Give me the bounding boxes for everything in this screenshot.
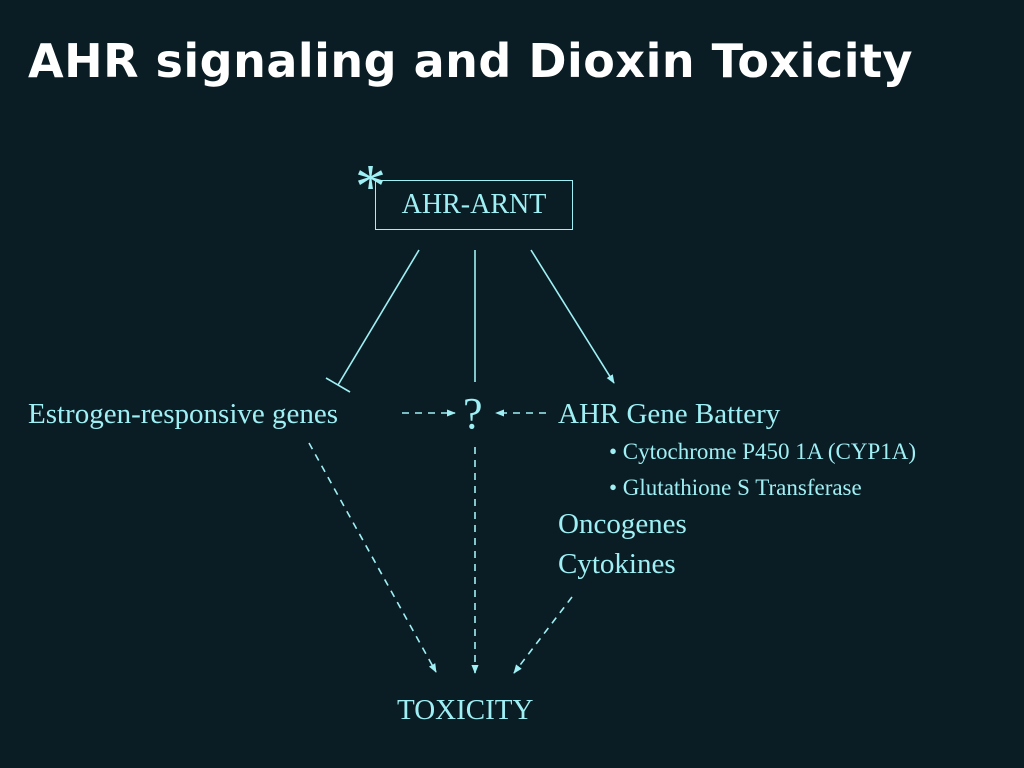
estrogen-to-toxicity-arrow <box>308 442 437 673</box>
cytokines-to-toxicity-arrow <box>513 596 573 674</box>
inhibition-line <box>337 249 420 386</box>
cytokines-label: Cytokines <box>558 548 676 580</box>
gene-battery-item-gst: • Glutathione S Transferase <box>609 475 862 500</box>
unknown-mechanism-label: ? <box>463 389 483 438</box>
gene-battery-item-cyp1a: • Cytochrome P450 1A (CYP1A) <box>609 439 917 464</box>
inhibition-bar <box>325 377 351 393</box>
activation-asterisk: * <box>355 153 386 221</box>
activation-arrow <box>530 249 615 384</box>
oncogenes-label: Oncogenes <box>558 508 687 540</box>
toxicity-label: TOXICITY <box>397 694 534 726</box>
gene-battery-label: AHR Gene Battery <box>558 398 781 430</box>
estrogen-genes-label: Estrogen-responsive genes <box>28 398 339 430</box>
ahr-arnt-box: AHR-ARNT <box>375 180 573 230</box>
slide-title: AHR signaling and Dioxin Toxicity <box>28 34 913 88</box>
